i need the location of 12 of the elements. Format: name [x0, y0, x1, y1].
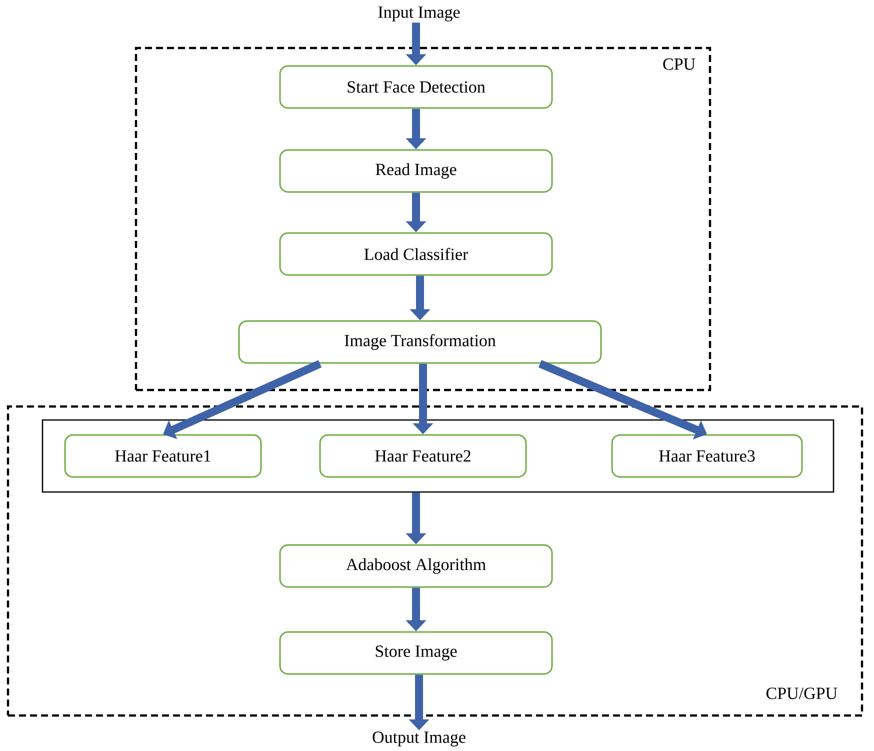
group-box — [42, 419, 834, 493]
process-box: Adaboost Algorithm — [279, 544, 553, 588]
process-box: Image Transformation — [238, 320, 602, 364]
process-box: Store Image — [279, 631, 553, 675]
process-box: Load Classifier — [279, 232, 553, 276]
process-box: Read Image — [279, 149, 553, 193]
process-box: Haar Feature2 — [319, 434, 527, 478]
process-box: Haar Feature1 — [64, 434, 262, 478]
input-output-label: Output Image — [372, 732, 466, 746]
process-box: Haar Feature3 — [611, 434, 803, 478]
process-box: Start Face Detection — [279, 65, 553, 109]
input-output-label: Input Image — [378, 6, 460, 22]
